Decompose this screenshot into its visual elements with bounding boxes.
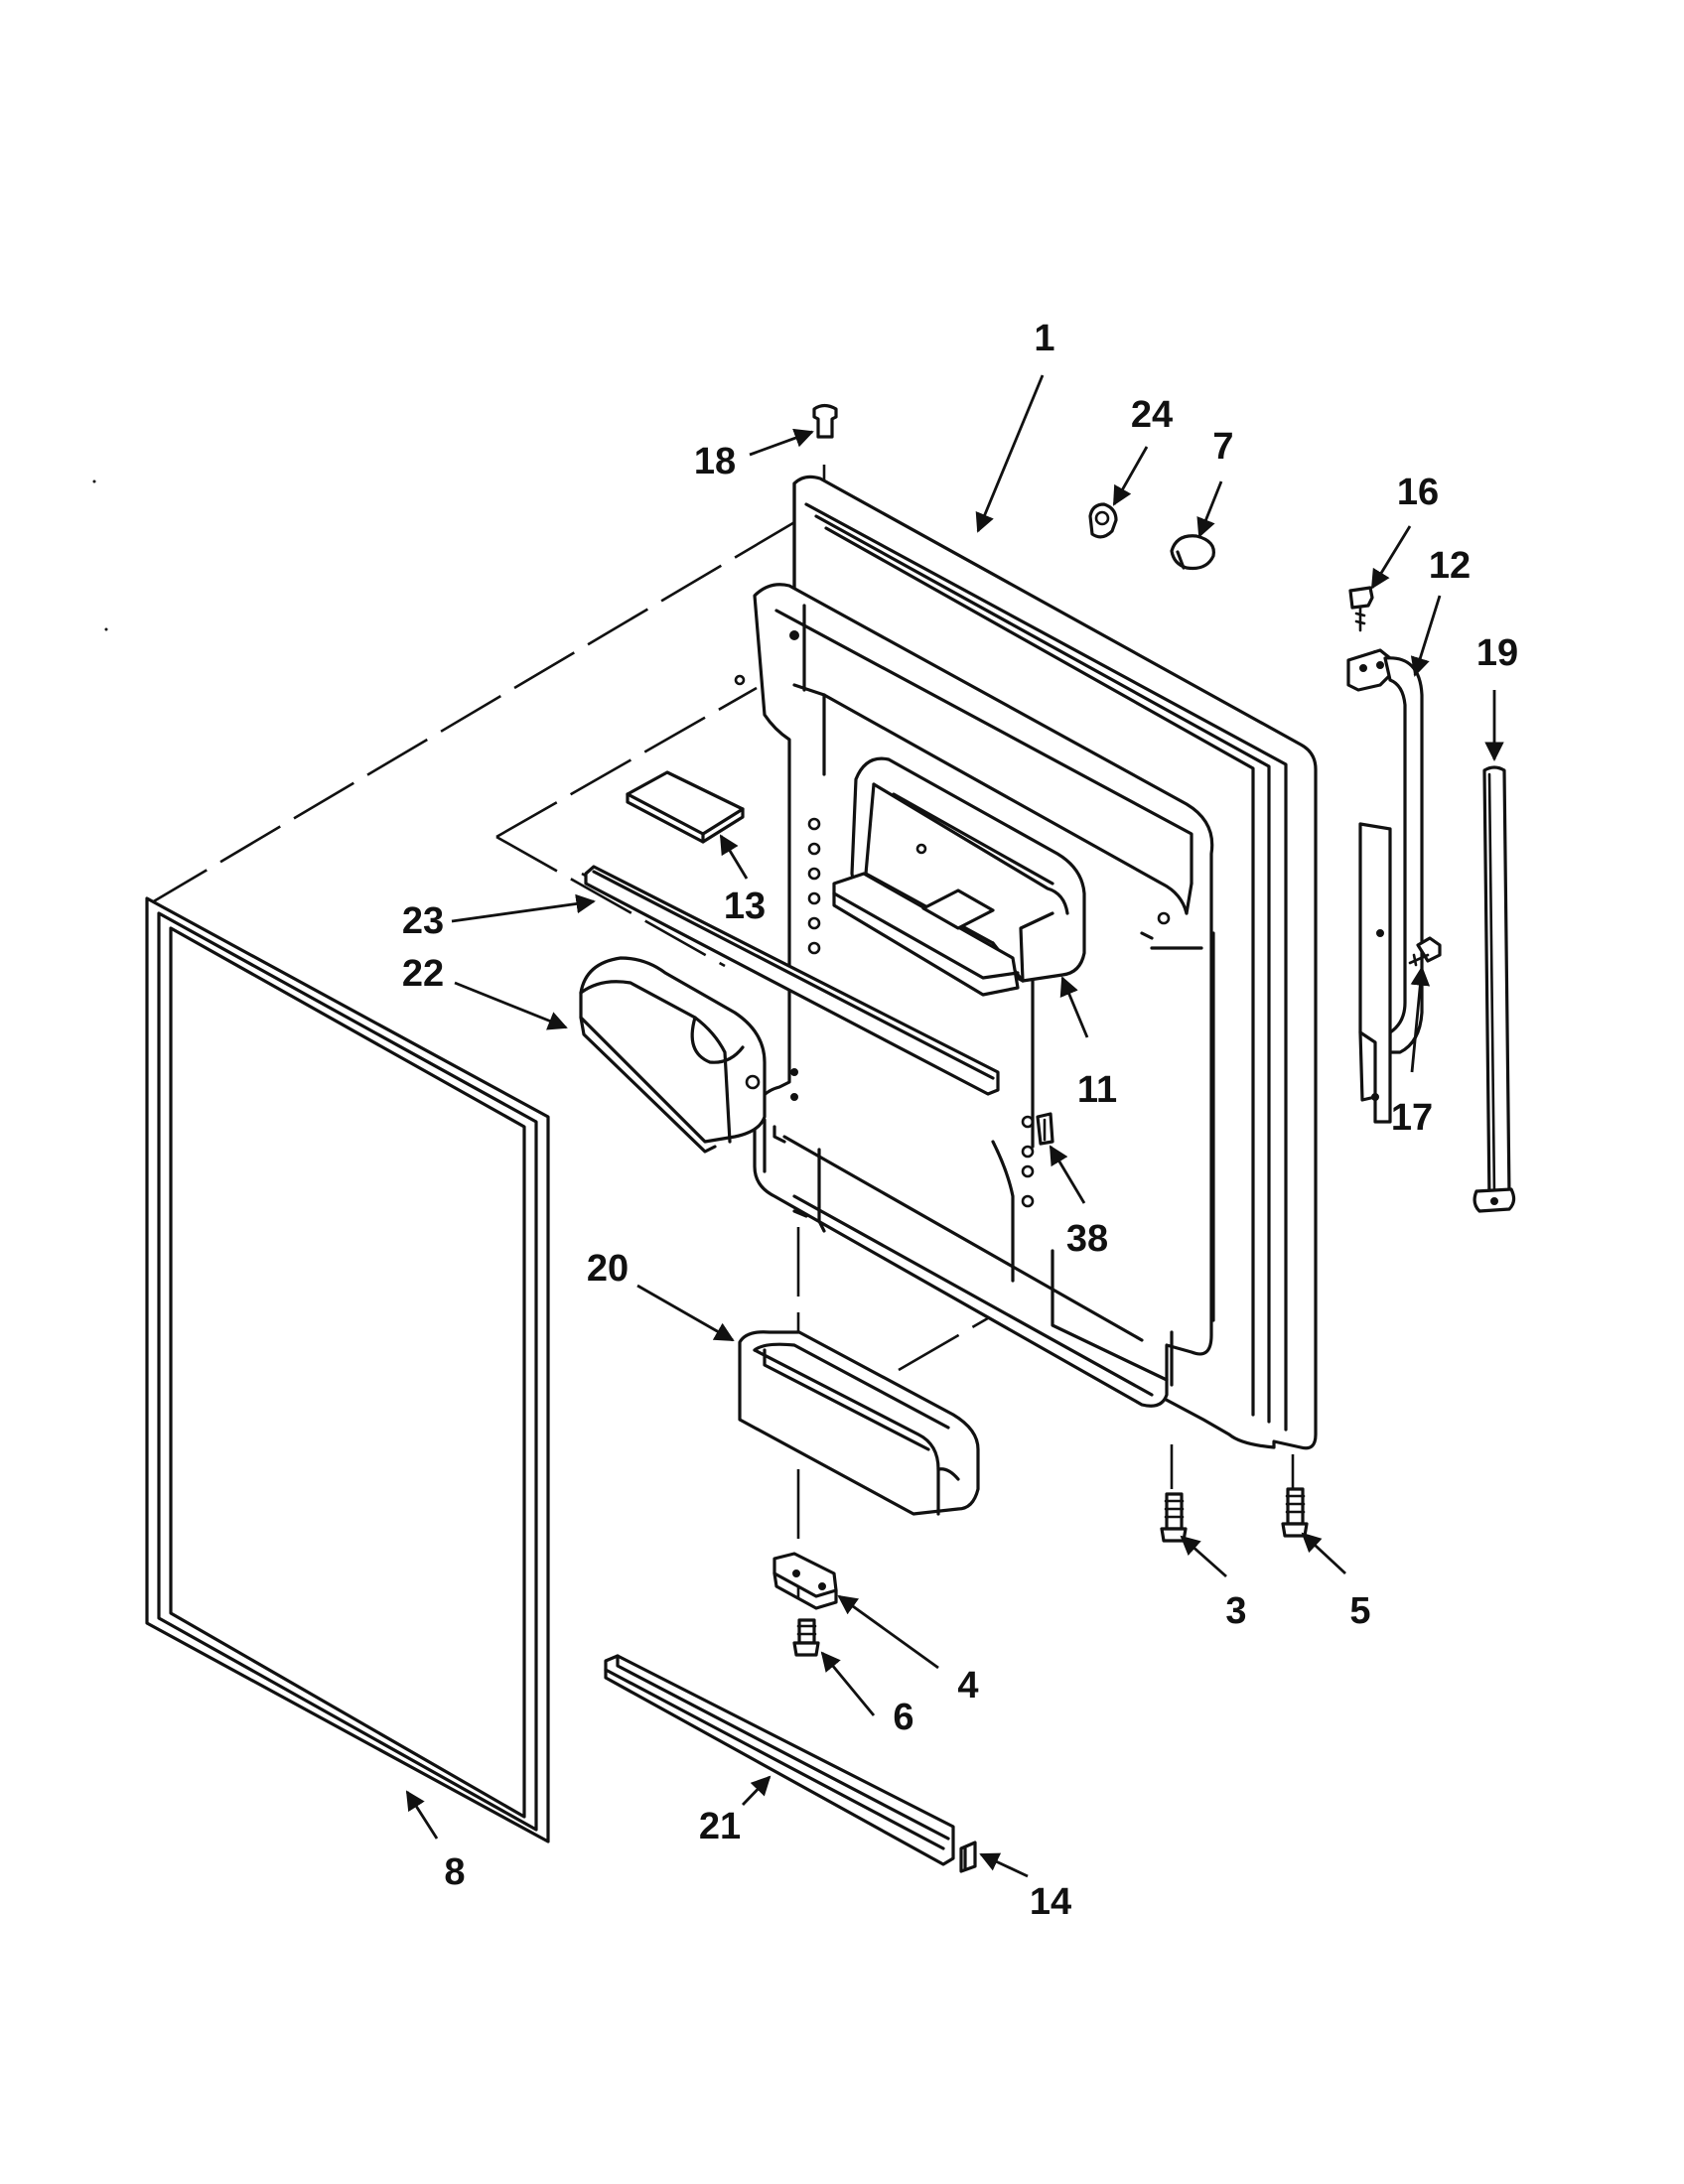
scan-dot: [92, 479, 96, 483]
callout-6: 6: [893, 1697, 913, 1738]
callout-leaders: [405, 374, 1504, 1878]
handle-12-part: [1346, 648, 1424, 1124]
door-gasket-part: [145, 896, 550, 1843]
screw-3-part: [1160, 1492, 1188, 1543]
callout-1: 1: [1034, 318, 1054, 359]
cover-22-part: [579, 956, 767, 1154]
plug-18-part: [812, 403, 838, 439]
pad-13-part: [626, 770, 745, 844]
callout-11: 11: [1077, 1069, 1117, 1111]
cap-7-part: [1170, 534, 1215, 571]
callout-20: 20: [587, 1248, 629, 1290]
screw-6-part: [792, 1618, 820, 1657]
callout-19: 19: [1476, 632, 1518, 674]
callout-labels: 1 24 7 18 16 12 19 13 23 22 11 17 38 20 …: [402, 318, 1518, 1923]
shelf-holes-right: [1021, 1115, 1035, 1208]
rod-19-part: [1473, 765, 1516, 1213]
scan-dot: [104, 627, 108, 631]
callout-17: 17: [1391, 1097, 1433, 1139]
shelf-bar-23-part: [584, 865, 1000, 1096]
callout-14: 14: [1030, 1881, 1071, 1923]
clip-38-part: [1036, 1112, 1054, 1146]
screw-16-part: [1348, 586, 1374, 632]
rail-21-part: [604, 1654, 955, 1866]
callout-4: 4: [957, 1665, 978, 1706]
callout-12: 12: [1429, 545, 1471, 587]
screw-5-part: [1281, 1487, 1309, 1538]
callout-22: 22: [402, 953, 444, 995]
callout-13: 13: [724, 886, 766, 927]
end-cap-14-part: [959, 1841, 977, 1873]
callout-8: 8: [444, 1851, 465, 1893]
callout-23: 23: [402, 900, 444, 942]
callout-21: 21: [699, 1806, 741, 1847]
callout-24: 24: [1131, 394, 1173, 436]
plug-cap-24-part: [1088, 502, 1118, 539]
bottle-bin-20-part: [738, 1330, 980, 1516]
dairy-bin-11-part: [832, 756, 1086, 997]
callout-3: 3: [1225, 1590, 1246, 1632]
callout-5: 5: [1349, 1590, 1370, 1632]
shelf-holes-left: [790, 817, 821, 1101]
hinge-4-part: [772, 1552, 838, 1610]
screw-17-part: [1408, 936, 1442, 967]
callout-7: 7: [1212, 426, 1233, 468]
callout-18: 18: [694, 441, 736, 482]
callout-16: 16: [1397, 472, 1439, 513]
callout-38: 38: [1066, 1218, 1108, 1260]
